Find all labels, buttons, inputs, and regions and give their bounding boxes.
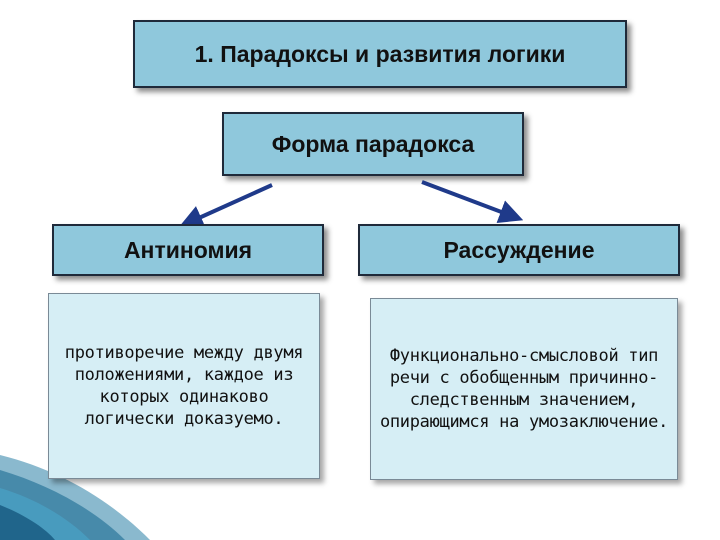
arrow-to-reasoning	[421, 180, 524, 223]
antinomy-description-box: противоречие между двумя положениями, ка…	[48, 293, 320, 479]
title-text: 1. Парадоксы и развития логики	[194, 40, 566, 67]
arrow-to-antinomy	[179, 183, 273, 229]
antinomy-label: Антиномия	[123, 236, 253, 263]
reasoning-label: Рассуждение	[443, 236, 595, 263]
antinomy-box: Антиномия	[52, 224, 324, 276]
title-box: 1. Парадоксы и развития логики	[133, 20, 627, 88]
paradox-form-box: Форма парадокса	[222, 112, 524, 176]
antinomy-description: противоречие между двумя положениями, ка…	[64, 343, 304, 429]
reasoning-description-box: Функционально-смысловой тип речи с обобщ…	[370, 298, 678, 480]
reasoning-description: Функционально-смысловой тип речи с обобщ…	[379, 346, 669, 432]
reasoning-box: Рассуждение	[358, 224, 680, 276]
paradox-form-label: Форма парадокса	[271, 130, 475, 157]
